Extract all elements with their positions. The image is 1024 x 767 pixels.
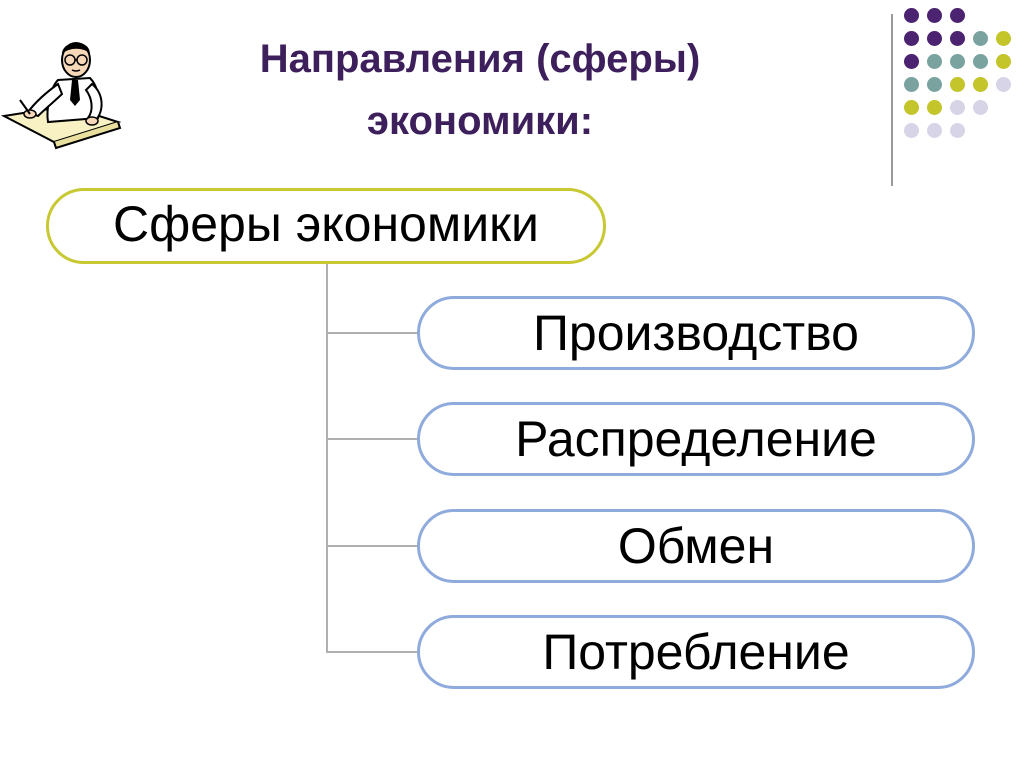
child-node-production: Производство <box>417 296 975 370</box>
connector-branch-1 <box>326 332 418 334</box>
title-line-1: Направления (сферы) <box>259 37 701 81</box>
grid-dot <box>950 8 965 23</box>
grid-dot <box>927 123 942 138</box>
grid-dot <box>927 31 942 46</box>
grid-dot <box>904 77 919 92</box>
child-node-label: Обмен <box>617 518 775 574</box>
root-node: Сферы экономики <box>46 188 606 264</box>
connector-trunk <box>326 264 328 652</box>
child-node-label: Распределение <box>515 411 877 467</box>
grid-dot <box>996 54 1011 69</box>
grid-dot <box>927 54 942 69</box>
child-node-exchange: Обмен <box>417 509 975 583</box>
grid-dot <box>950 31 965 46</box>
grid-dot <box>973 100 988 115</box>
grid-dot <box>927 8 942 23</box>
title-line-2: экономики: <box>366 99 594 143</box>
page-title: Направления (сферы) экономики: <box>150 28 810 152</box>
grid-dot <box>950 54 965 69</box>
grid-dot <box>996 31 1011 46</box>
decorative-divider <box>891 14 893 186</box>
child-node-consumption: Потребление <box>417 615 975 689</box>
connector-branch-2 <box>326 438 418 440</box>
child-node-distribution: Распределение <box>417 402 975 476</box>
grid-dot <box>904 54 919 69</box>
writing-man-icon <box>0 42 122 150</box>
grid-dot <box>950 77 965 92</box>
connector-branch-3 <box>326 545 418 547</box>
grid-dot <box>973 31 988 46</box>
grid-dot <box>927 77 942 92</box>
child-node-label: Потребление <box>542 624 850 680</box>
grid-dot <box>950 123 965 138</box>
root-node-label: Сферы экономики <box>113 196 539 252</box>
grid-dot <box>904 31 919 46</box>
grid-dot <box>973 54 988 69</box>
grid-dot <box>950 100 965 115</box>
grid-dot <box>973 77 988 92</box>
grid-dot <box>996 77 1011 92</box>
connector-branch-4 <box>326 651 418 653</box>
child-node-label: Производство <box>532 305 859 361</box>
grid-dot <box>927 100 942 115</box>
grid-dot <box>904 123 919 138</box>
grid-dot <box>904 100 919 115</box>
grid-dot <box>904 8 919 23</box>
